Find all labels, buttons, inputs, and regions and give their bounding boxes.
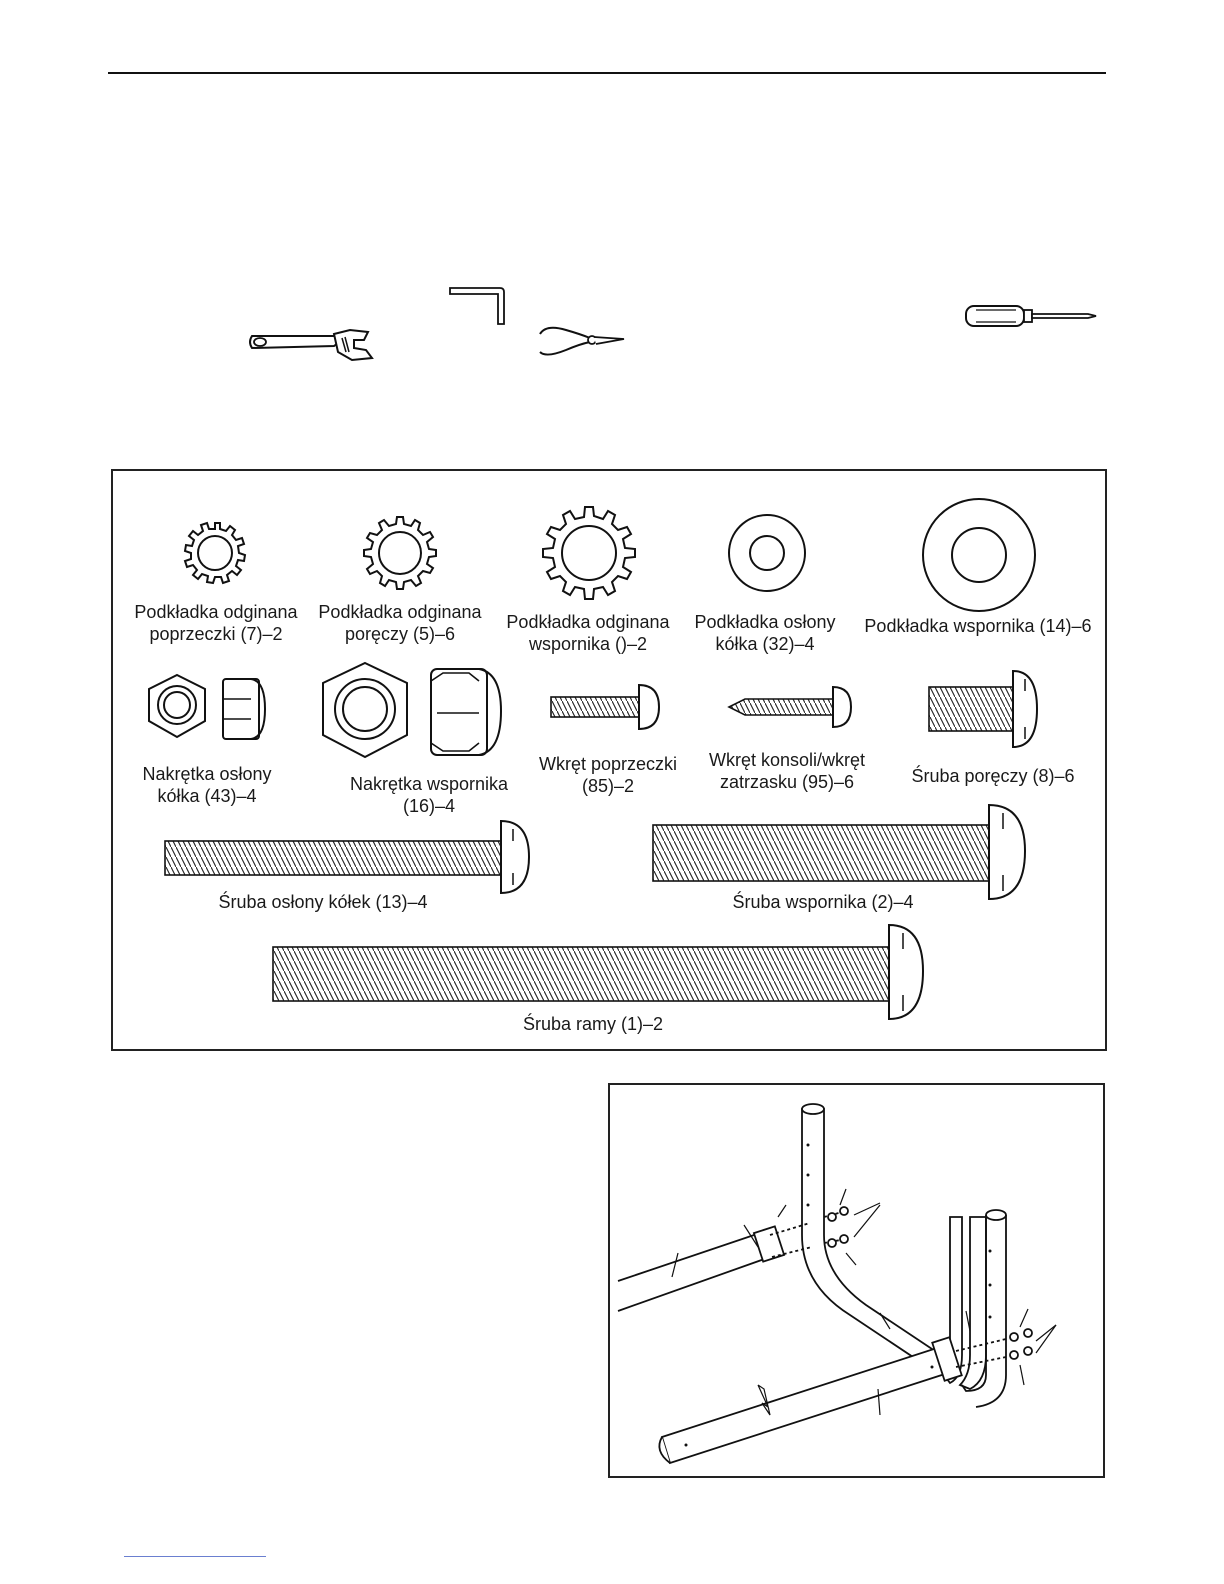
star-washer-small-icon <box>179 517 251 589</box>
label-bolt-handrail: Śruba poręczy (8)–6 <box>911 766 1075 786</box>
nut-large-icon <box>319 659 505 763</box>
star-washer-medium-icon <box>358 511 442 595</box>
tools-row <box>0 270 1224 380</box>
label-washer-crossbar: Podkładka odginana poprzeczki (7)–2 <box>134 602 298 644</box>
bracket-bolt-icon <box>649 801 1029 903</box>
header-rule <box>108 72 1106 74</box>
label-bolt-wheel-covers: Śruba osłony kółek (13)–4 <box>218 892 428 912</box>
adjustable-wrench-icon <box>246 324 382 364</box>
frame-bolt-icon <box>269 921 925 1023</box>
frame-assembly-drawing <box>617 1103 1057 1465</box>
nut-small-icon <box>143 671 269 749</box>
allen-wrench-icon <box>446 284 508 328</box>
crossbar-screw-icon <box>547 681 661 733</box>
handrail-bolt-icon <box>925 667 1041 751</box>
pliers-icon <box>536 322 628 358</box>
label-bolt-frame: Śruba ramy (1)–2 <box>522 1014 664 1034</box>
label-washer-wheel-cover: Podkładka osłony kółka (32)–4 <box>694 612 836 654</box>
wheel-cover-bolt-icon <box>161 817 533 897</box>
label-screw-console: Wkręt konsoli/wkręt zatrzasku (95)–6 <box>708 750 866 792</box>
assembly-diagram-panel <box>608 1083 1105 1478</box>
label-washer-bracket-star: Podkładka odginana wspornika ()–2 <box>506 612 670 654</box>
label-washer-bracket: Podkładka wspornika (14)–6 <box>864 616 1092 636</box>
label-nut-bracket: Nakrętka wspornika (16)–4 <box>349 774 509 816</box>
label-screw-crossbar: Wkręt poprzeczki (85)–2 <box>538 754 678 796</box>
flat-washer-medium-icon <box>725 511 809 595</box>
hardware-parts-panel: Podkładka odginana poprzeczki (7)–2 Podk… <box>111 469 1107 1051</box>
console-screw-icon <box>725 683 853 731</box>
label-nut-wheel-cover: Nakrętka osłony kółka (43)–4 <box>142 764 272 806</box>
footer-rule <box>124 1556 266 1557</box>
screwdriver-icon <box>962 300 1102 332</box>
flat-washer-large-icon <box>919 495 1039 615</box>
star-washer-large-icon <box>537 501 641 605</box>
label-bolt-bracket: Śruba wspornika (2)–4 <box>732 892 914 912</box>
label-washer-handrail: Podkładka odginana poręczy (5)–6 <box>318 602 482 644</box>
